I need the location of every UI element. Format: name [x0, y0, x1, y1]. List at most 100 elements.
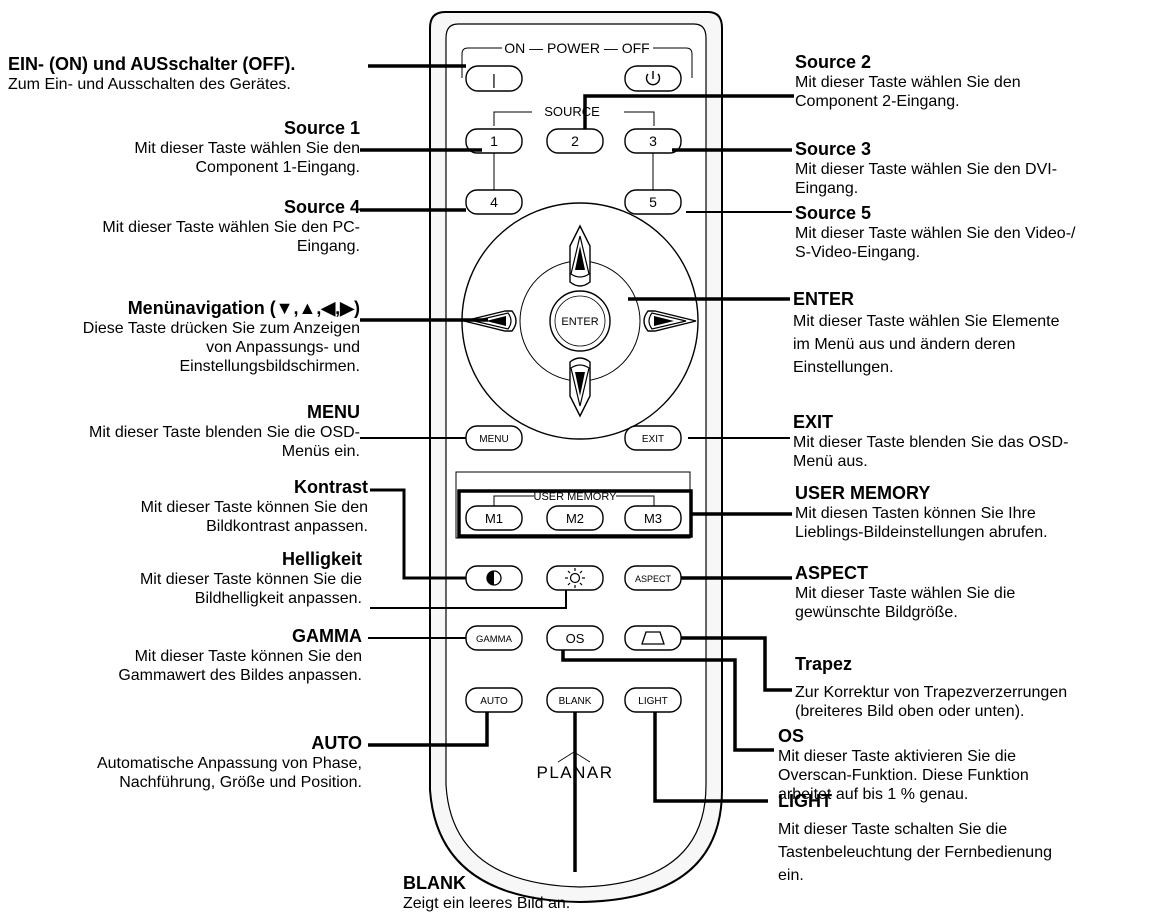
source-3-label: 3 — [649, 133, 657, 149]
label-enter-title: ENTER — [793, 289, 855, 309]
source-group-label: SOURCE — [544, 104, 600, 119]
label-source5-desc-1: Mit dieser Taste wählen Sie den Video-/ — [795, 225, 1076, 242]
label-enter-desc-3: Einstellungen. — [793, 359, 894, 376]
label-blank-title: BLANK — [403, 873, 466, 893]
label-aspect-desc-1: Mit dieser Taste wählen Sie die — [795, 585, 1016, 602]
label-gamma-title: GAMMA — [292, 626, 362, 646]
enter-label: ENTER — [561, 316, 598, 328]
source-4-button[interactable] — [465, 189, 523, 215]
label-exit-desc-1: Mit dieser Taste blenden Sie das OSD- — [793, 434, 1069, 451]
power-on-button[interactable] — [465, 65, 523, 92]
label-light: LIGHT Mit dieser Taste schalten Sie die … — [778, 791, 1138, 887]
label-helligkeit-desc-1: Mit dieser Taste können Sie die — [139, 571, 362, 588]
label-source1-desc-1: Mit dieser Taste wählen Sie den — [134, 140, 360, 157]
m1-button[interactable] — [465, 505, 523, 531]
label-source3-title: Source 3 — [795, 139, 872, 159]
user-memory-label: USER MEMORY — [534, 491, 618, 503]
label-usermemory-title: USER MEMORY — [795, 483, 931, 503]
auto-button[interactable] — [465, 687, 523, 713]
label-gamma-desc-1: Mit dieser Taste können Sie den — [134, 648, 362, 665]
label-menunav-desc-2: von Anpassungs- und — [206, 339, 360, 356]
blank-label: BLANK — [559, 696, 592, 707]
label-source3-desc-1: Mit dieser Taste wählen Sie den DVI- — [795, 161, 1058, 178]
label-exit-title: EXIT — [793, 412, 834, 432]
label-menu-desc-1: Mit dieser Taste blenden Sie die OSD- — [89, 424, 360, 441]
label-source4-desc-1: Mit dieser Taste wählen Sie den PC- — [102, 219, 360, 236]
label-kontrast-desc-1: Mit dieser Taste können Sie den — [140, 499, 368, 516]
label-menu: MENU Mit dieser Taste blenden Sie die OS… — [0, 402, 360, 461]
power-group-bracket — [461, 47, 693, 78]
auto-label: AUTO — [480, 696, 508, 707]
label-os-desc-3: arbeitet auf bis 1 % genau. — [778, 786, 969, 803]
label-kontrast: Kontrast Mit dieser Taste können Sie den… — [0, 477, 368, 536]
nav-down-button[interactable] — [569, 357, 591, 418]
menu-label: MENU — [479, 434, 508, 445]
label-menu-title: MENU — [307, 402, 360, 422]
label-source4: Source 4 Mit dieser Taste wählen Sie den… — [0, 197, 360, 256]
label-kontrast-desc-2: Bildkontrast anpassen. — [206, 518, 368, 535]
trapezoid-icon — [641, 631, 665, 645]
callout-lines — [360, 64, 794, 872]
m3-button[interactable] — [624, 505, 682, 531]
label-gamma-desc-2: Gammawert des Bildes anpassen. — [118, 667, 362, 684]
light-label: LIGHT — [638, 696, 667, 707]
source-2-button[interactable] — [546, 128, 604, 154]
nav-right-button[interactable] — [643, 310, 697, 332]
power-on-label: | — [492, 72, 496, 89]
label-light-title: LIGHT — [778, 791, 832, 811]
label-aspect-title: ASPECT — [795, 563, 869, 583]
source-5-button[interactable] — [624, 189, 682, 215]
label-helligkeit-desc-2: Bildhelligkeit anpassen. — [194, 590, 362, 607]
label-source2-desc-2: Component 2-Eingang. — [795, 93, 960, 110]
label-light-desc-1: Mit dieser Taste schalten Sie die — [778, 821, 1008, 838]
label-source2-desc-1: Mit dieser Taste wählen Sie den — [795, 74, 1021, 91]
label-usermemory-desc-1: Mit diesen Tasten können Sie Ihre — [795, 505, 1036, 522]
label-power-desc: Zum Ein- und Ausschalten des Gerätes. — [8, 76, 291, 93]
label-auto-desc-1: Automatische Anpassung von Phase, — [96, 755, 362, 772]
m3-label: M3 — [644, 511, 662, 526]
nav-left-button[interactable] — [463, 310, 517, 332]
label-auto-title: AUTO — [311, 733, 362, 753]
label-source5: Source 5 Mit dieser Taste wählen Sie den… — [795, 203, 1145, 262]
label-exit-desc-2: Menü aus. — [793, 453, 868, 470]
label-blank: BLANK Zeigt ein leeres Bild an. — [403, 873, 663, 913]
m2-label: M2 — [566, 511, 584, 526]
os-label: OS — [566, 631, 585, 646]
m1-label: M1 — [485, 511, 503, 526]
label-power: EIN- (ON) und AUSschalter (OFF). Zum Ein… — [8, 54, 368, 94]
power-group-label: ON — POWER — OFF — [504, 40, 649, 56]
label-os-desc-2: Overscan-Funktion. Diese Funktion — [778, 767, 1029, 784]
label-os: OS Mit dieser Taste aktivieren Sie die O… — [778, 726, 1138, 804]
nav-up-button[interactable] — [569, 224, 591, 287]
exit-label: EXIT — [642, 434, 664, 445]
label-helligkeit: Helligkeit Mit dieser Taste können Sie d… — [0, 549, 362, 608]
os-button[interactable] — [546, 625, 604, 651]
label-menunav: Menünavigation (▼,▲,◀,▶) Diese Taste drü… — [0, 298, 360, 376]
label-enter: ENTER Mit dieser Taste wählen Sie Elemen… — [793, 289, 1143, 379]
label-power-title: EIN- (ON) und AUSschalter (OFF). — [8, 54, 296, 74]
label-trapez: Trapez Zur Korrektur von Trapezverzerrun… — [795, 654, 1147, 721]
label-trapez-desc-2: (breiteres Bild oben oder unten). — [795, 703, 1025, 720]
enter-button[interactable] — [549, 290, 611, 352]
source-4-label: 4 — [490, 194, 498, 210]
label-os-desc-1: Mit dieser Taste aktivieren Sie die — [778, 748, 1017, 765]
label-source3: Source 3 Mit dieser Taste wählen Sie den… — [795, 139, 1145, 198]
label-blank-desc-1: Zeigt ein leeres Bild an. — [403, 895, 571, 912]
light-button[interactable] — [624, 687, 682, 713]
label-kontrast-title: Kontrast — [293, 477, 368, 497]
label-menunav-desc-1: Diese Taste drücken Sie zum Anzeigen — [82, 320, 360, 337]
label-auto-desc-2: Nachführung, Größe und Position. — [119, 774, 362, 791]
label-light-desc-3: ein. — [778, 867, 804, 884]
label-usermemory: USER MEMORY Mit diesen Tasten können Sie… — [795, 483, 1145, 542]
m2-button[interactable] — [546, 505, 604, 531]
label-gamma: GAMMA Mit dieser Taste können Sie den Ga… — [0, 626, 362, 685]
brightness-button[interactable] — [546, 565, 604, 591]
label-source4-title: Source 4 — [283, 197, 360, 217]
label-enter-desc-1: Mit dieser Taste wählen Sie Elemente — [793, 313, 1060, 330]
label-source3-desc-2: Eingang. — [795, 180, 859, 197]
exit-button[interactable] — [624, 425, 682, 451]
label-aspect-desc-2: gewünschte Bildgröße. — [795, 604, 958, 621]
label-source1-desc-2: Component 1-Eingang. — [195, 159, 360, 176]
